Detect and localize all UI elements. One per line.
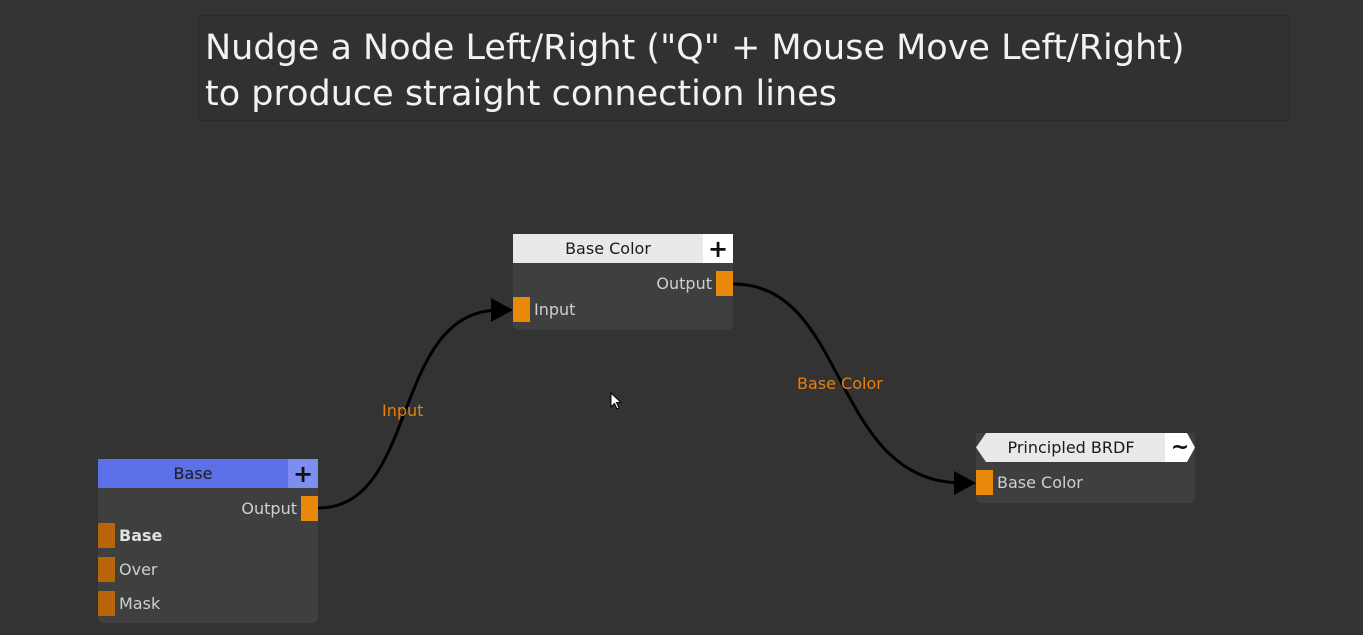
instruction-caption: Nudge a Node Left/Right ("Q" + Mouse Mov… (198, 15, 1290, 121)
wire-basecolor-to-principled[interactable] (732, 282, 964, 485)
node-base-header[interactable]: Base (98, 459, 288, 488)
node-base-input-port-base[interactable] (98, 523, 115, 548)
node-base-color-header[interactable]: Base Color (513, 234, 703, 263)
node-base-color-input-label: Input (534, 300, 576, 319)
node-base-color-add-button[interactable]: + (703, 234, 733, 263)
tilde-icon: ~ (1170, 435, 1190, 460)
caption-line-1: Nudge a Node Left/Right ("Q" + Mouse Mov… (205, 28, 1185, 68)
node-base-input-label-over: Over (119, 560, 158, 579)
wire-arrow-basecolor-icon (954, 471, 976, 495)
node-principled-input-port[interactable] (976, 470, 993, 495)
node-base-input-label-mask: Mask (119, 594, 161, 613)
node-base-add-button[interactable]: + (288, 459, 318, 488)
node-base-color-output-port[interactable] (716, 271, 733, 296)
node-base-output-port[interactable] (301, 496, 318, 521)
wire-label-input: Input (382, 401, 424, 420)
node-base-color-output-label: Output (656, 274, 712, 293)
node-base-input-label-base: Base (119, 526, 163, 545)
node-principled-mode-button[interactable]: ~ (1165, 433, 1195, 462)
node-base[interactable]: Base + Output Base Over Mask (98, 459, 318, 623)
wire-base-to-basecolor[interactable] (317, 308, 501, 510)
plus-icon: + (707, 234, 729, 263)
caption-line-2: to produce straight connection lines (205, 74, 837, 114)
node-principled-mode-shape (1165, 433, 1195, 462)
node-base-output-label: Output (241, 499, 297, 518)
mouse-pointer-icon (610, 392, 623, 410)
node-principled-header-shape (976, 433, 1166, 462)
node-base-input-port-over[interactable] (98, 557, 115, 582)
node-base-title: Base (173, 464, 213, 483)
plus-icon: + (292, 459, 314, 488)
node-base-color[interactable]: Base Color + Output Input (513, 234, 733, 330)
node-base-color-input-port[interactable] (513, 297, 530, 322)
node-base-color-title: Base Color (565, 239, 651, 258)
node-principled-header[interactable]: Principled BRDF (976, 433, 1166, 462)
wire-label-base-color: Base Color (797, 374, 883, 393)
node-principled-brdf[interactable]: Principled BRDF ~ Base Color (976, 433, 1195, 503)
wire-arrow-input-icon (491, 298, 513, 322)
node-base-input-port-mask[interactable] (98, 591, 115, 616)
node-principled-input-label: Base Color (997, 473, 1083, 492)
node-principled-title: Principled BRDF (1007, 438, 1135, 457)
